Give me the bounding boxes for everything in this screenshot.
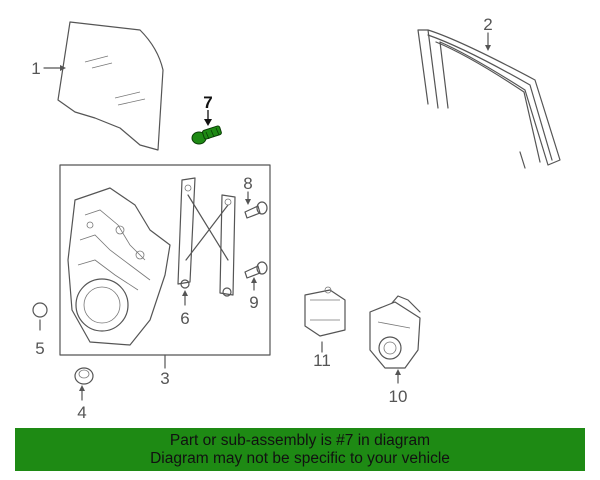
callout-10: 10 <box>389 369 408 406</box>
part-11-control-module[interactable] <box>304 286 346 337</box>
part-8-bolt[interactable] <box>244 201 268 219</box>
callout-8: 8 <box>243 174 253 205</box>
parts-diagram: 1 2 7 3 <box>31 15 561 422</box>
part-4-clip[interactable] <box>74 367 94 385</box>
callout-5: 5 <box>35 319 45 358</box>
banner-line-2: Diagram may not be specific to your vehi… <box>150 450 450 467</box>
part-10-regulator-motor[interactable] <box>369 295 421 369</box>
banner-line-1: Part or sub-assembly is #7 in diagram <box>169 432 431 449</box>
part-2-run-channel[interactable] <box>417 29 561 169</box>
callout-label-3: 3 <box>160 369 169 388</box>
callout-4: 4 <box>77 385 87 422</box>
part-3-regulator-assembly[interactable] <box>59 164 271 356</box>
callout-9: 9 <box>249 277 259 312</box>
callout-label-8: 8 <box>243 174 252 193</box>
callout-label-5: 5 <box>35 339 44 358</box>
callout-label-10: 10 <box>389 387 408 406</box>
part-9-bolt[interactable] <box>244 261 268 279</box>
callout-label-11: 11 <box>313 351 331 370</box>
callout-11: 11 <box>313 341 331 370</box>
callout-6: 6 <box>180 290 190 328</box>
part-7-bolt[interactable] <box>191 125 222 145</box>
callout-label-4: 4 <box>77 403 86 422</box>
callout-label-7: 7 <box>203 93 212 112</box>
callout-2: 2 <box>483 15 493 51</box>
callout-label-1: 1 <box>31 59 40 78</box>
part-1-door-glass[interactable] <box>57 21 164 151</box>
info-banner: Part or sub-assembly is #7 in diagram Di… <box>15 428 585 471</box>
callout-label-2: 2 <box>483 15 492 34</box>
callout-3: 3 <box>160 354 170 388</box>
callout-label-9: 9 <box>249 293 258 312</box>
part-5-plug[interactable] <box>32 302 48 318</box>
part-6-window-regulator[interactable] <box>177 177 236 297</box>
callout-label-6: 6 <box>180 309 189 328</box>
callout-1: 1 <box>31 59 66 78</box>
callout-7: 7 <box>203 93 213 126</box>
